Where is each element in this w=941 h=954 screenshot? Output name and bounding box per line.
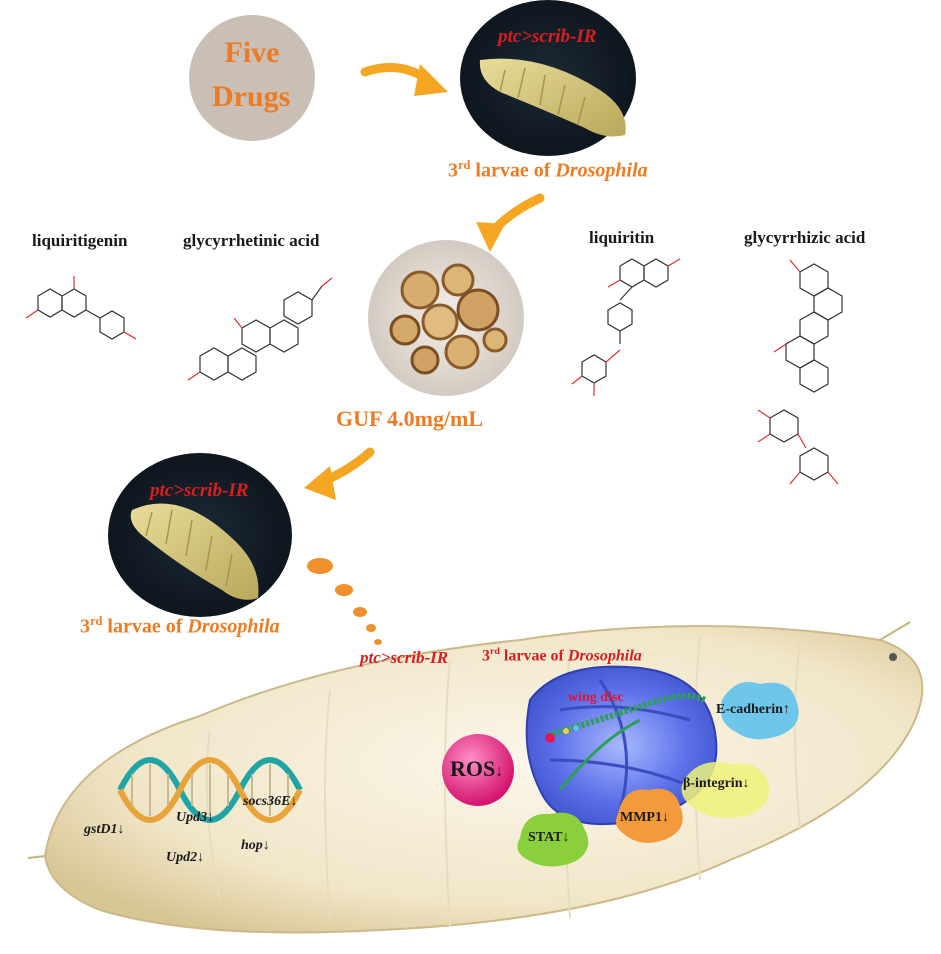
larva-caption-second-prefix: 3 [80, 615, 90, 638]
compound-name-glycyrrhizic-acid: glycyrrhizic acid [744, 228, 866, 247]
mmp1-blob-icon [616, 788, 683, 843]
guf-root-photo [368, 240, 524, 396]
ros-text: ROS [450, 756, 496, 781]
five-drugs-label: Five [222, 36, 282, 70]
five-drugs-circle [189, 15, 315, 141]
dna-helix-icon [117, 757, 303, 823]
body-title-species: Drosophila [567, 647, 642, 665]
body-genotype-label: ptc>scrib-IR [360, 648, 449, 667]
integrin-blob-icon [681, 762, 769, 818]
ecadherin-label: E-cadherin↑ [716, 702, 790, 718]
compound-name-liquiritigenin: liquiritigenin [32, 231, 128, 250]
gene-upd2: Upd2↓ [166, 850, 204, 866]
gene-hop: hop↓ [241, 838, 270, 854]
larva-caption-top: 3rd larvae of Drosophila [448, 158, 648, 183]
five-drugs-line2: Drugs [212, 80, 291, 113]
mmp1-text: MMP1 [620, 810, 662, 825]
gene-socs36e-arrow: ↓ [290, 794, 298, 809]
body-title-middle: larvae of [499, 647, 568, 665]
larva-caption-sup: rd [458, 158, 471, 172]
stat-arrow: ↓ [562, 830, 570, 845]
gene-socs36e: socs36E↓ [243, 794, 297, 810]
ecadherin-arrow: ↑ [782, 702, 790, 717]
ros-blob-icon [442, 734, 514, 806]
larva-caption-second-middle: larvae of [102, 615, 188, 638]
larva-caption-second-sup: rd [90, 614, 103, 628]
larva-photo-top [460, 0, 636, 156]
gene-gstd1: gstD1↓ [84, 822, 124, 838]
glycyrrhetinic-acid-structure-icon [187, 277, 333, 381]
larva-genotype-top: ptc>scrib-IR [498, 26, 597, 47]
larva-caption-second-species: Drosophila [187, 615, 280, 638]
gene-upd3: Upd3↓ [176, 810, 214, 826]
liquiritin-structure-icon [571, 258, 681, 396]
compound-name-glycyrrhetinic-acid: glycyrrhetinic acid [183, 231, 320, 250]
body-title-prefix: 3 [482, 647, 490, 665]
liquiritigenin-structure-icon [25, 276, 137, 340]
integrin-label: β-integrin↓ [683, 776, 749, 792]
larva-caption-second: 3rd larvae of Drosophila [80, 614, 280, 639]
gene-upd2-text: Upd2 [166, 850, 198, 865]
five-drugs-line1: Five [224, 36, 280, 69]
gene-upd3-text: Upd3 [176, 810, 208, 825]
arrowhead-icon [476, 222, 505, 252]
stat-text: STAT [528, 830, 563, 845]
gene-hop-arrow: ↓ [262, 838, 270, 853]
ros-arrow: ↓ [495, 763, 504, 780]
ros-label: ROS↓ [450, 756, 503, 782]
larva-genotype-second: ptc>scrib-IR [150, 480, 249, 501]
arrowhead-icon [414, 64, 448, 96]
gene-hop-text: hop [241, 838, 263, 853]
ecadherin-text: E-cadherin [716, 702, 783, 717]
gene-gstd1-text: gstD1 [84, 822, 118, 837]
arrowhead-icon [304, 466, 336, 500]
compound-name-liquiritin: liquiritin [589, 228, 655, 247]
gene-gstd1-arrow: ↓ [117, 822, 125, 837]
gene-upd3-arrow: ↓ [207, 810, 215, 825]
body-title-sup: rd [490, 646, 500, 657]
larva-caption-middle: larvae of [470, 159, 556, 182]
larva-caption-prefix: 3 [448, 159, 458, 182]
larva-photo-second [108, 453, 292, 617]
gene-socs36e-text: socs36E [243, 794, 291, 809]
ecadherin-blob-icon [720, 682, 799, 740]
stat-blob-icon [517, 812, 589, 867]
integrin-text: β-integrin [683, 776, 743, 791]
body-title-label: 3rd larvae of Drosophila [482, 646, 642, 665]
glycyrrhizic-acid-structure-icon [757, 259, 843, 485]
dotted-trail-icon [307, 558, 382, 645]
larva-caption-species: Drosophila [555, 159, 648, 182]
mmp1-label: MMP1↓ [620, 810, 669, 826]
wing-disc-label: wing disc [568, 690, 624, 705]
guf-concentration-label: GUF 4.0mg/mL [336, 406, 484, 431]
integrin-arrow: ↓ [742, 776, 750, 791]
gene-upd2-arrow: ↓ [197, 850, 205, 865]
stat-label: STAT↓ [528, 830, 570, 846]
mmp1-arrow: ↓ [661, 810, 669, 825]
